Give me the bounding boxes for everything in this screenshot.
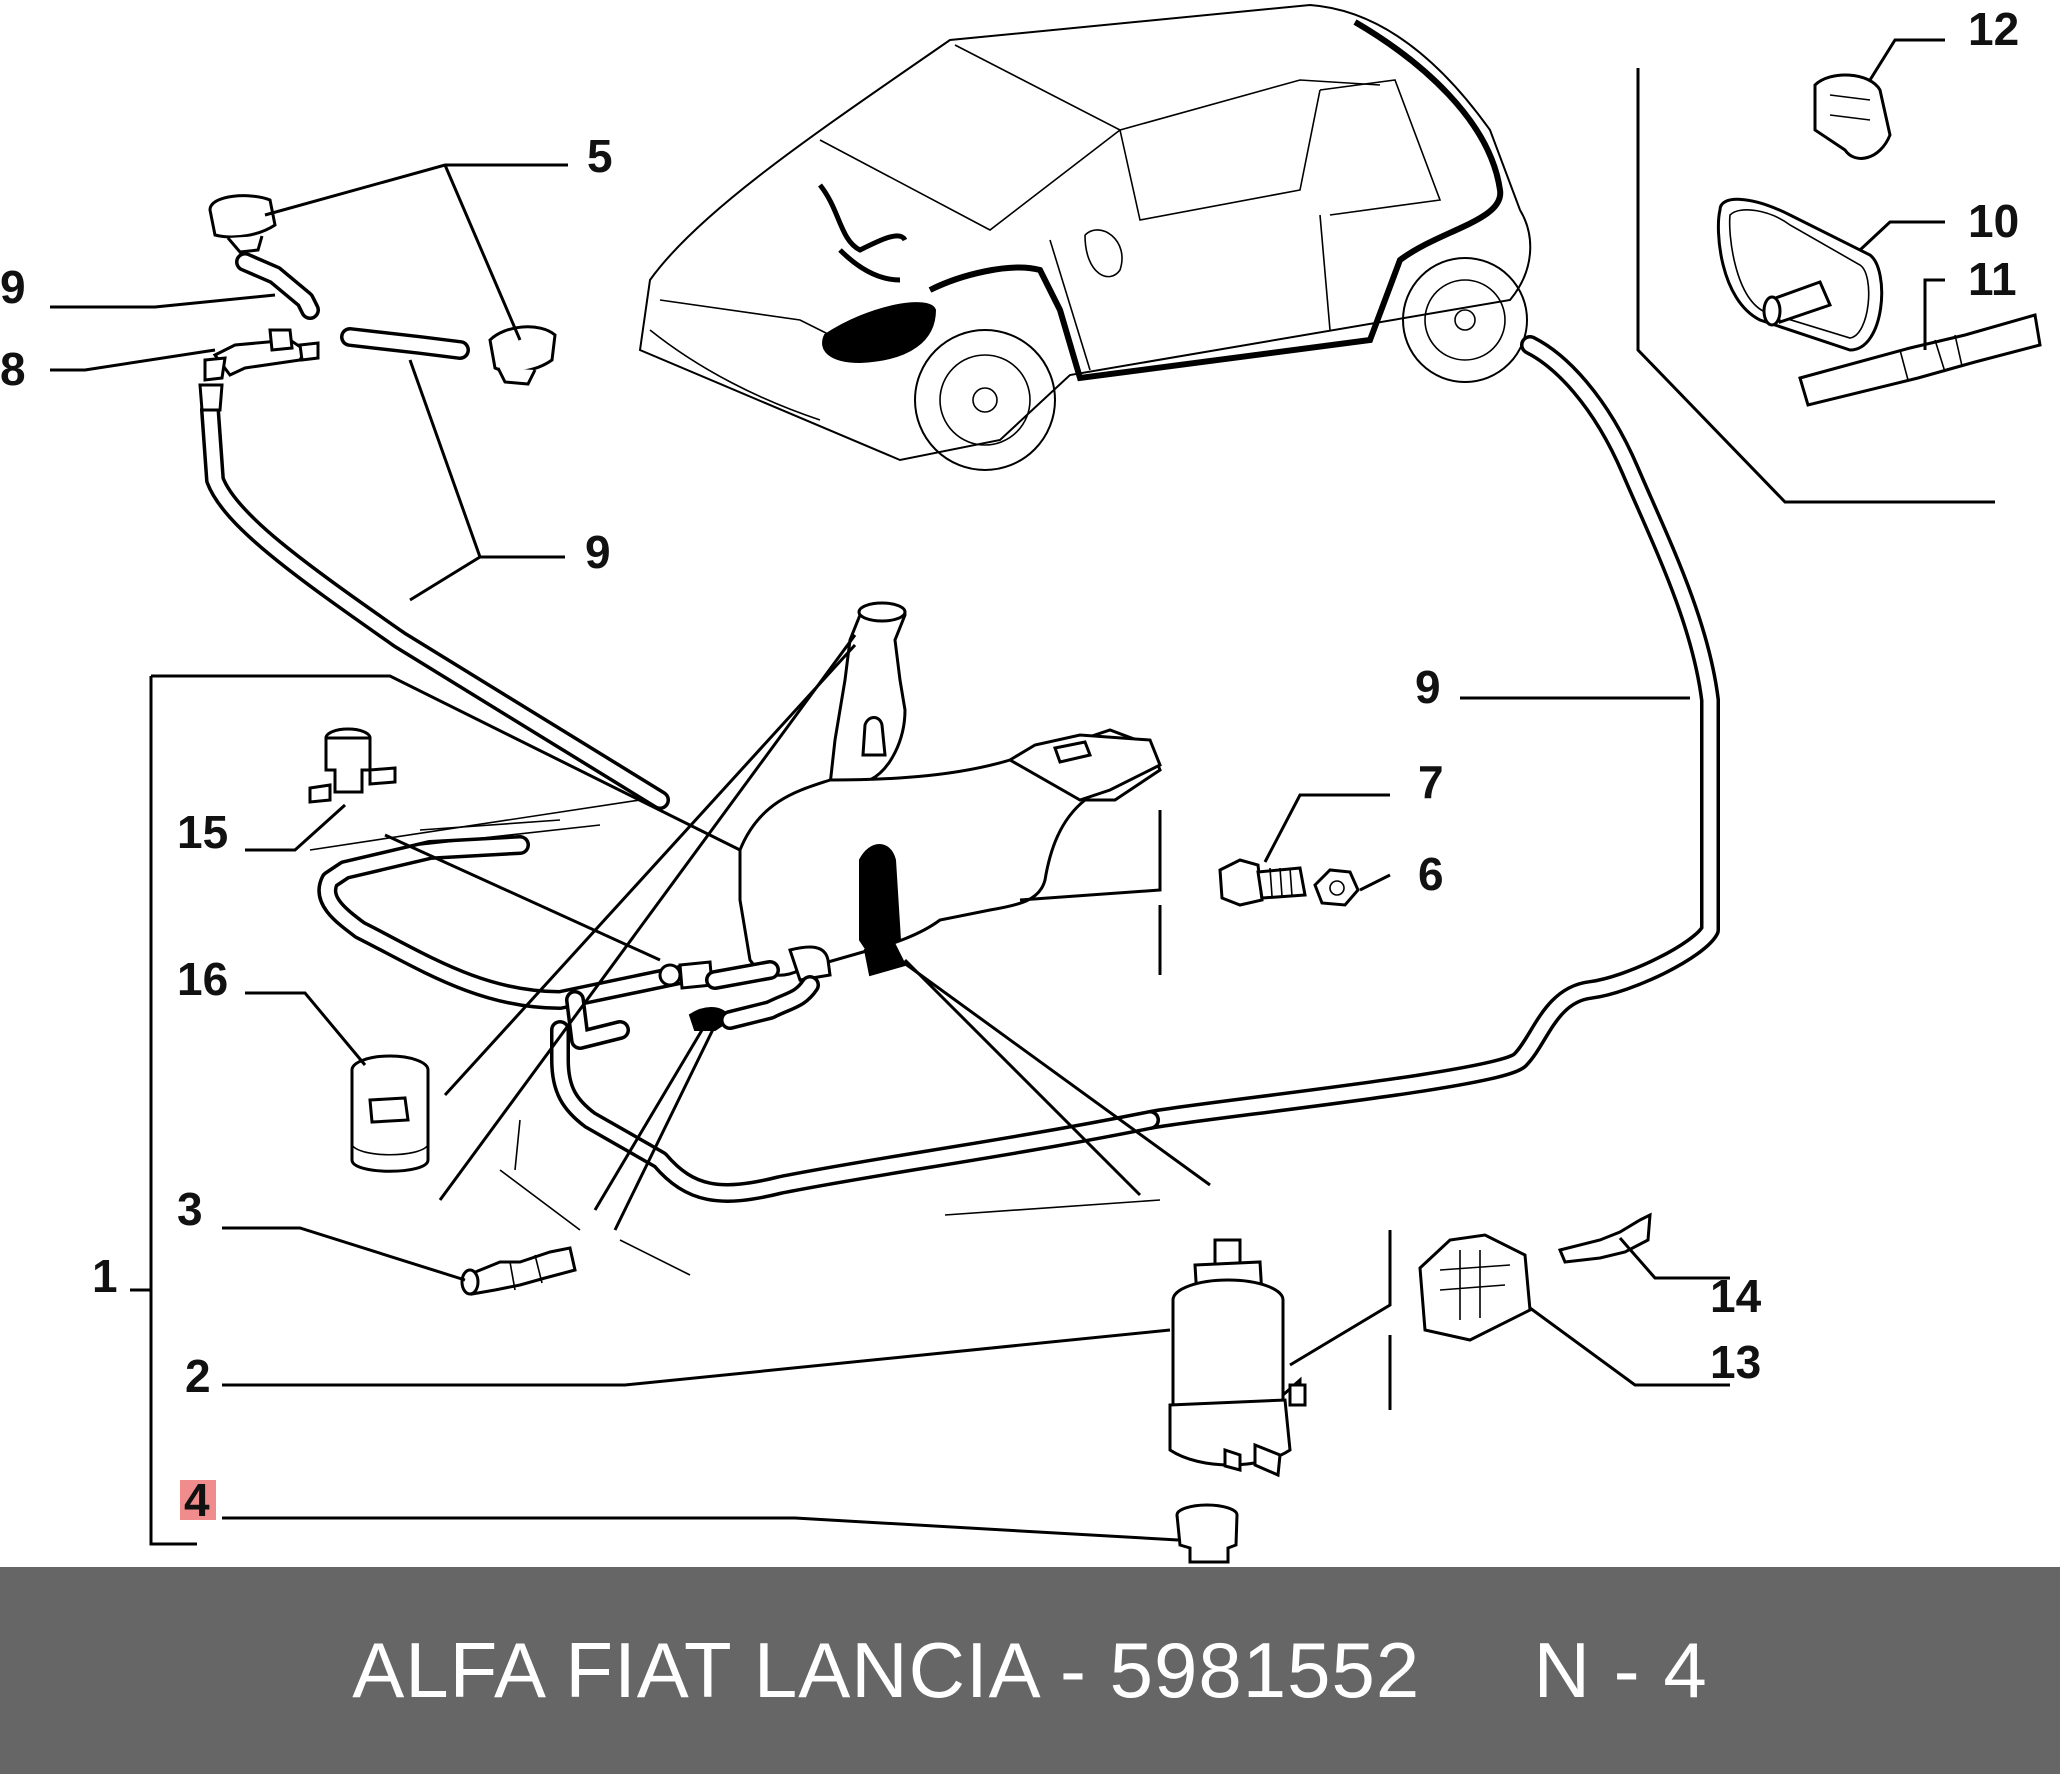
parts-diagram: 5 9 8 9 15 16 3 1 2 4 12 10 11 9 7 6 14 … [0,3,2042,1564]
callout-16: 16 [177,953,228,1005]
callout-6: 6 [1418,848,1444,900]
callout-10: 10 [1968,195,2019,247]
callout-1: 1 [92,1250,118,1302]
callout-3: 3 [177,1183,203,1235]
callout-9-top-left: 9 [0,261,26,313]
footer-part-number-text: ALFA FIAT LANCIA - 5981552 N - 4 [352,1626,1708,1714]
part-7-bolt [1218,858,1307,907]
callout-9-right: 9 [1415,661,1441,713]
part-2-pump [1168,1238,1307,1478]
callout-7: 7 [1418,756,1444,808]
part-3 [460,1246,577,1296]
callout-labels: 5 9 8 9 15 16 3 1 2 4 12 10 11 9 7 6 14 … [0,3,2019,1526]
part-number-footer: ALFA FIAT LANCIA - 5981552 N - 4 [0,1567,2060,1774]
car-illustration [638,3,1532,471]
nozzle-assembly [198,194,670,810]
leader-lines [50,38,1945,1546]
callout-11: 11 [1968,253,2017,305]
callout-4-highlight [180,1480,216,1520]
callout-9-mid-left: 9 [585,526,611,578]
callout-5: 5 [587,130,613,182]
callout-13: 13 [1710,1336,1761,1388]
callout-8: 8 [0,343,26,395]
part-6-nut [1313,868,1360,907]
callout-4: 4 [184,1474,210,1526]
part-15 [308,727,397,804]
washer-reservoir [658,601,1162,1031]
callout-15: 15 [177,806,228,858]
part-16 [350,1054,430,1173]
part-14-terminal [1557,1212,1652,1264]
callout-12: 12 [1968,3,2019,55]
part-4-grommet [1175,1503,1239,1564]
callout-14: 14 [1710,1270,1762,1322]
callout-2: 2 [185,1350,211,1402]
long-hose [317,335,1720,1203]
part-13-connector [1418,1233,1532,1342]
connector-inset [1636,68,2042,504]
